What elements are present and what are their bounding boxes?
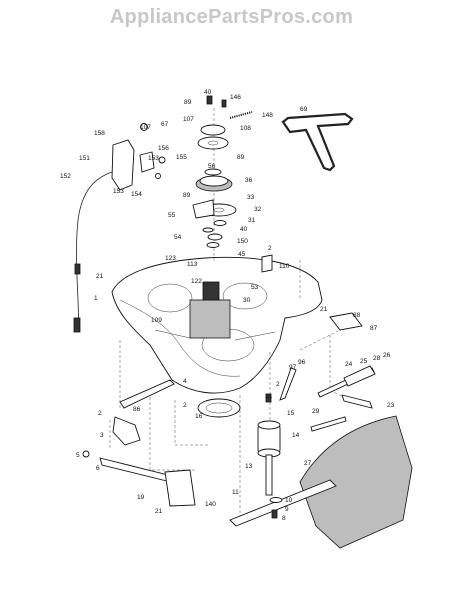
callout-label: 154 bbox=[131, 191, 142, 198]
callout-labels: 1 2 2 2 2 3 4 5 6 8 9 10 11 13 14 15 16 … bbox=[60, 89, 395, 522]
callout-label: 140 bbox=[205, 501, 216, 508]
callout-label: 156 bbox=[158, 145, 169, 152]
callout-label: 123 bbox=[165, 255, 176, 262]
callout-label: 40 bbox=[204, 89, 212, 96]
callout-label: 56 bbox=[208, 163, 216, 170]
callout-label: 14 bbox=[292, 432, 300, 439]
mower-deck-housing bbox=[111, 256, 323, 394]
callout-label: 89 bbox=[184, 99, 192, 106]
callout-label: 55 bbox=[168, 212, 176, 219]
callout-label: 19 bbox=[137, 494, 145, 501]
callout-label: 6 bbox=[96, 465, 100, 472]
discharge-chute bbox=[299, 415, 413, 549]
callout-label: 113 bbox=[187, 261, 198, 268]
site-watermark: AppliancePartsPros.com bbox=[109, 6, 354, 28]
callout-label: 5 bbox=[76, 452, 80, 459]
callout-label: 69 bbox=[300, 106, 308, 113]
callout-label: 25 bbox=[360, 358, 368, 365]
callout-label: 40 bbox=[240, 226, 248, 233]
callout-label: 152 bbox=[60, 173, 71, 180]
callout-label: 88 bbox=[353, 312, 361, 319]
callout-label: 148 bbox=[262, 112, 273, 119]
callout-label: 109 bbox=[151, 317, 162, 324]
callout-label: 89 bbox=[237, 154, 245, 161]
callout-label: 96 bbox=[298, 359, 306, 366]
callout-label: 32 bbox=[254, 206, 262, 213]
callout-label: 2 bbox=[268, 245, 272, 252]
callout-label: 146 bbox=[230, 94, 241, 101]
callout-label: 23 bbox=[387, 402, 395, 409]
callout-label: 107 bbox=[140, 124, 151, 131]
callout-label: 86 bbox=[133, 406, 141, 413]
callout-label: 13 bbox=[245, 463, 253, 470]
callout-label: 26 bbox=[383, 352, 391, 359]
callout-label: 3 bbox=[100, 432, 104, 439]
callout-label: 151 bbox=[79, 155, 90, 162]
pulley-stack bbox=[192, 95, 273, 273]
callout-label: 15 bbox=[287, 410, 295, 417]
callout-label: 87 bbox=[370, 325, 378, 332]
callout-label: 45 bbox=[238, 251, 246, 258]
callout-label: 36 bbox=[245, 177, 253, 184]
callout-label: 97 bbox=[289, 364, 297, 371]
callout-label: 107 bbox=[183, 116, 194, 123]
lift-linkage bbox=[82, 312, 376, 507]
callout-label: 54 bbox=[174, 234, 182, 241]
callout-label: 28 bbox=[373, 355, 381, 362]
callout-label: 33 bbox=[247, 194, 255, 201]
callout-label: 27 bbox=[304, 460, 312, 467]
callout-label: 150 bbox=[237, 238, 248, 245]
callout-label: 153 bbox=[113, 188, 124, 195]
callout-label: 31 bbox=[248, 217, 256, 224]
callout-label: 21 bbox=[96, 273, 104, 280]
callout-label: 21 bbox=[265, 393, 273, 400]
callout-label: 158 bbox=[94, 130, 105, 137]
callout-label: 53 bbox=[251, 284, 259, 291]
callout-label: 67 bbox=[161, 121, 169, 128]
callout-label: 21 bbox=[320, 306, 328, 313]
callout-label: 2 bbox=[98, 410, 102, 417]
callout-label: 11 bbox=[232, 489, 239, 496]
callout-label: 108 bbox=[240, 125, 251, 132]
drive-belt bbox=[281, 112, 354, 172]
callout-label: 2 bbox=[183, 402, 187, 409]
callout-label: 9 bbox=[285, 506, 289, 513]
callout-label: 21 bbox=[155, 508, 163, 515]
callout-label: 2 bbox=[276, 381, 280, 388]
control-bracket-and-cable bbox=[73, 123, 166, 333]
callout-label: 24 bbox=[345, 361, 353, 368]
callout-label: 155 bbox=[176, 154, 187, 161]
callout-label: 122 bbox=[191, 278, 202, 285]
callout-label: 10 bbox=[285, 497, 293, 504]
callout-label: 4 bbox=[183, 378, 187, 385]
callout-label: 1 bbox=[94, 295, 98, 302]
callout-label: 8 bbox=[282, 515, 286, 522]
callout-label: 30 bbox=[243, 297, 251, 304]
callout-label: 153 bbox=[148, 155, 159, 162]
callout-label: 16 bbox=[195, 413, 203, 420]
blade-spindle bbox=[197, 393, 337, 527]
callout-label: 29 bbox=[312, 408, 320, 415]
callout-label: 110 bbox=[279, 263, 290, 270]
callout-label: 89 bbox=[183, 192, 191, 199]
